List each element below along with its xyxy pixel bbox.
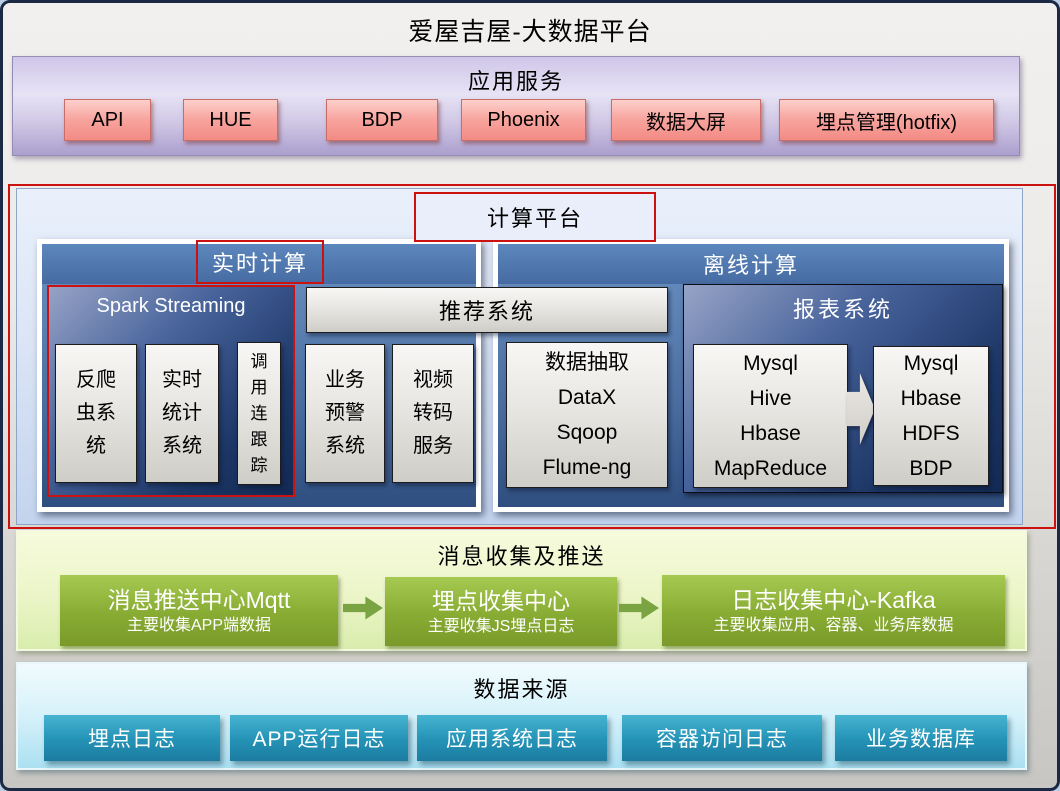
realtime-stats-system-box: 实时统计系统 — [145, 344, 219, 483]
report-target-box: Mysql Hbase HDFS BDP — [873, 346, 989, 486]
app-services-panel: 应用服务 API HUE BDP Phoenix 数据大屏 埋点管理(hotfi… — [12, 56, 1020, 156]
report-target-line: BDP — [909, 457, 953, 480]
app-service-data-screen: 数据大屏 — [611, 99, 761, 141]
arrow-right-icon — [847, 370, 875, 448]
report-target-line: Mysql — [903, 352, 959, 375]
app-service-tracking-admin: 埋点管理(hotfix) — [779, 99, 994, 141]
spark-streaming-box: Spark Streaming 反爬虫系统 实时统计系统 调用连跟踪 — [47, 285, 295, 497]
source-business-db-box: 业务数据库 — [835, 715, 1007, 761]
realtime-compute-panel: 实时计算 Spark Streaming 反爬虫系统 实时统计系统 调用连跟踪 … — [37, 239, 481, 512]
report-system-title: 报表系统 — [792, 297, 893, 322]
data-sources-panel: 数据来源 埋点日志 APP运行日志 应用系统日志 容器访问日志 业务数据库 — [16, 662, 1027, 770]
spark-streaming-title: Spark Streaming — [96, 295, 246, 317]
extract-line: 数据抽取 — [545, 351, 629, 374]
node-title: 消息推送中心Mqtt — [107, 586, 291, 613]
realtime-compute-label: 实时计算 — [196, 240, 324, 284]
report-source-line: MapReduce — [713, 457, 828, 480]
compute-platform-label: 计算平台 — [414, 192, 656, 242]
flow-arrow-icon — [619, 596, 659, 620]
report-source-box: Mysql Hive Hbase MapReduce — [693, 344, 848, 488]
app-service-bdp: BDP — [326, 99, 438, 141]
extract-line: DataX — [557, 386, 617, 409]
app-service-phoenix: Phoenix — [461, 99, 586, 141]
report-source-line: Mysql — [743, 352, 798, 375]
page-title: 爱屋吉屋-大数据平台 — [408, 18, 652, 46]
business-alert-system-box: 业务预警系统 — [305, 344, 385, 483]
offline-compute-label: 离线计算 — [498, 244, 1004, 284]
report-target-line: Hbase — [900, 387, 962, 410]
video-transcode-service-box: 视频转码服务 — [392, 344, 474, 483]
node-subtitle: 主要收集应用、容器、业务库数据 — [713, 616, 954, 634]
messaging-panel: 消息收集及推送 消息推送中心Mqtt 主要收集APP端数据 埋点收集中心 主要收… — [16, 530, 1027, 651]
node-subtitle: 主要收集APP端数据 — [126, 616, 272, 634]
kafka-log-center-node: 日志收集中心-Kafka 主要收集应用、容器、业务库数据 — [662, 575, 1005, 646]
app-service-api: API — [64, 99, 151, 141]
compute-platform-panel: 计算平台 实时计算 Spark Streaming 反爬虫系统 实时统计系统 调… — [16, 188, 1023, 525]
flow-arrow-icon — [343, 596, 383, 620]
source-tracking-log-box: 埋点日志 — [44, 715, 220, 761]
data-extract-box: 数据抽取 DataX Sqoop Flume-ng — [506, 342, 668, 488]
realtime-header-band — [42, 244, 476, 284]
node-title: 日志收集中心-Kafka — [731, 586, 936, 613]
call-chain-tracking-box: 调用连跟踪 — [237, 342, 281, 485]
app-service-hue: HUE — [183, 99, 278, 141]
source-container-access-log-box: 容器访问日志 — [622, 715, 822, 761]
extract-line: Flume-ng — [542, 456, 632, 479]
report-source-line: Hive — [749, 387, 792, 410]
offline-compute-panel: 离线计算 数据抽取 DataX Sqoop Flume-ng 报表系统 Mysq… — [493, 239, 1009, 512]
messaging-header: 消息收集及推送 — [437, 544, 606, 569]
report-system-box: 报表系统 Mysql Hive Hbase MapReduce Mysql Hb… — [683, 284, 1003, 493]
report-source-line: Hbase — [740, 422, 801, 445]
mqtt-push-center-node: 消息推送中心Mqtt 主要收集APP端数据 — [60, 575, 338, 646]
tracking-collect-center-node: 埋点收集中心 主要收集JS埋点日志 — [385, 577, 617, 646]
recommend-system-bar: 推荐系统 — [306, 287, 668, 333]
app-services-header: 应用服务 — [467, 69, 564, 94]
anti-crawler-system-box: 反爬虫系统 — [55, 344, 137, 483]
source-app-system-log-box: 应用系统日志 — [417, 715, 607, 761]
source-app-run-log-box: APP运行日志 — [230, 715, 408, 761]
data-sources-header: 数据来源 — [473, 677, 570, 702]
extract-line: Sqoop — [556, 421, 618, 444]
node-subtitle: 主要收集JS埋点日志 — [427, 617, 575, 635]
node-title: 埋点收集中心 — [432, 587, 570, 614]
report-target-line: HDFS — [902, 422, 960, 445]
